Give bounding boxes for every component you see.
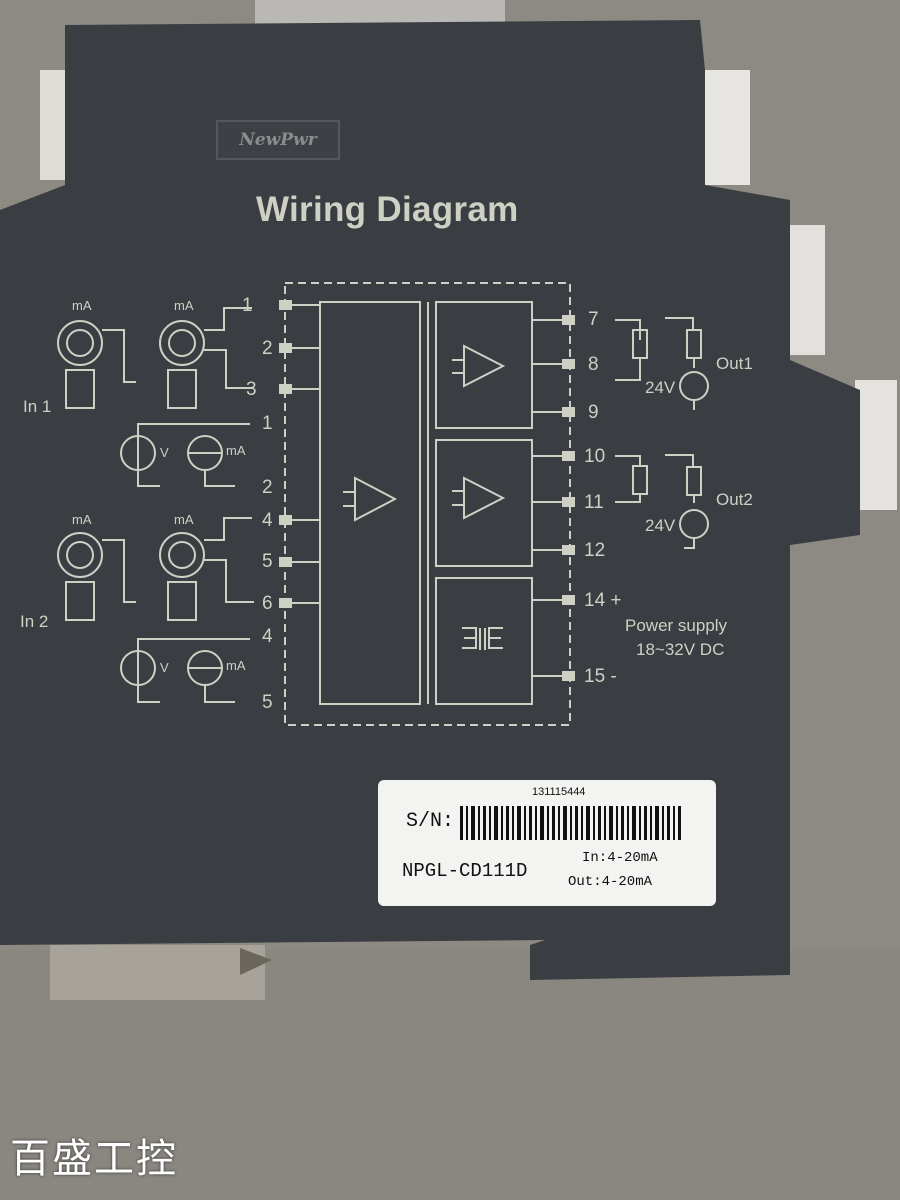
ma-label: mA <box>72 512 92 527</box>
terminal-label: 9 <box>588 402 599 423</box>
ma-label: mA <box>174 512 194 527</box>
terminal-label: 11 <box>584 492 604 513</box>
terminal-label: 2 <box>262 477 273 498</box>
input-spec: In:4-20mA <box>582 850 658 866</box>
power-supply-label: Power supply <box>625 616 728 635</box>
power-block <box>435 577 533 705</box>
terminal-label: 14 + <box>584 590 622 611</box>
terminal-label: 1 <box>242 295 253 316</box>
terminal-label: 10 <box>584 446 606 467</box>
v-label: V <box>160 660 169 675</box>
watermark: 百盛工控 <box>10 1136 178 1182</box>
sn-prefix: S/N: <box>406 810 455 833</box>
barcode <box>460 806 681 840</box>
terminal-label: 1 <box>262 413 273 434</box>
product-label: 131115444 S/N: NPGL-CD111D In:4-20mA Out… <box>378 780 716 906</box>
input-block <box>319 301 421 705</box>
ma-label: mA <box>72 298 92 313</box>
output1-block <box>435 301 533 429</box>
serial-number: 131115444 <box>532 786 586 798</box>
terminal-label: 4 <box>262 510 273 531</box>
supply-voltage-label: 24V <box>645 378 676 397</box>
terminal-label: 7 <box>588 309 599 330</box>
power-supply-range: 18~32V DC <box>636 640 725 659</box>
model-number: NPGL-CD111D <box>402 860 528 882</box>
terminal-label: 6 <box>262 593 273 614</box>
terminal-label: 4 <box>262 626 273 647</box>
ma-label: mA <box>174 298 194 313</box>
terminal-label: 5 <box>262 551 273 572</box>
terminal-label: 5 <box>262 692 273 713</box>
ma-label: mA <box>226 658 246 673</box>
ma-label: mA <box>226 443 246 458</box>
terminal-label: 15 - <box>584 666 617 687</box>
output2-block <box>435 439 533 567</box>
output1-label: Out1 <box>716 354 753 373</box>
output-spec: Out:4-20mA <box>568 874 653 890</box>
brand-logo: NewPwr <box>216 120 340 160</box>
input1-label: In 1 <box>23 397 52 416</box>
terminal-label: 8 <box>588 354 599 375</box>
page-title: Wiring Diagram <box>256 190 519 229</box>
input2-label: In 2 <box>20 612 49 631</box>
output2-label: Out2 <box>716 490 753 509</box>
terminal-label: 12 <box>584 540 606 561</box>
terminal-label: 2 <box>262 338 273 359</box>
supply-voltage-label: 24V <box>645 516 676 535</box>
v-label: V <box>160 445 169 460</box>
terminal-label: 3 <box>246 379 257 400</box>
